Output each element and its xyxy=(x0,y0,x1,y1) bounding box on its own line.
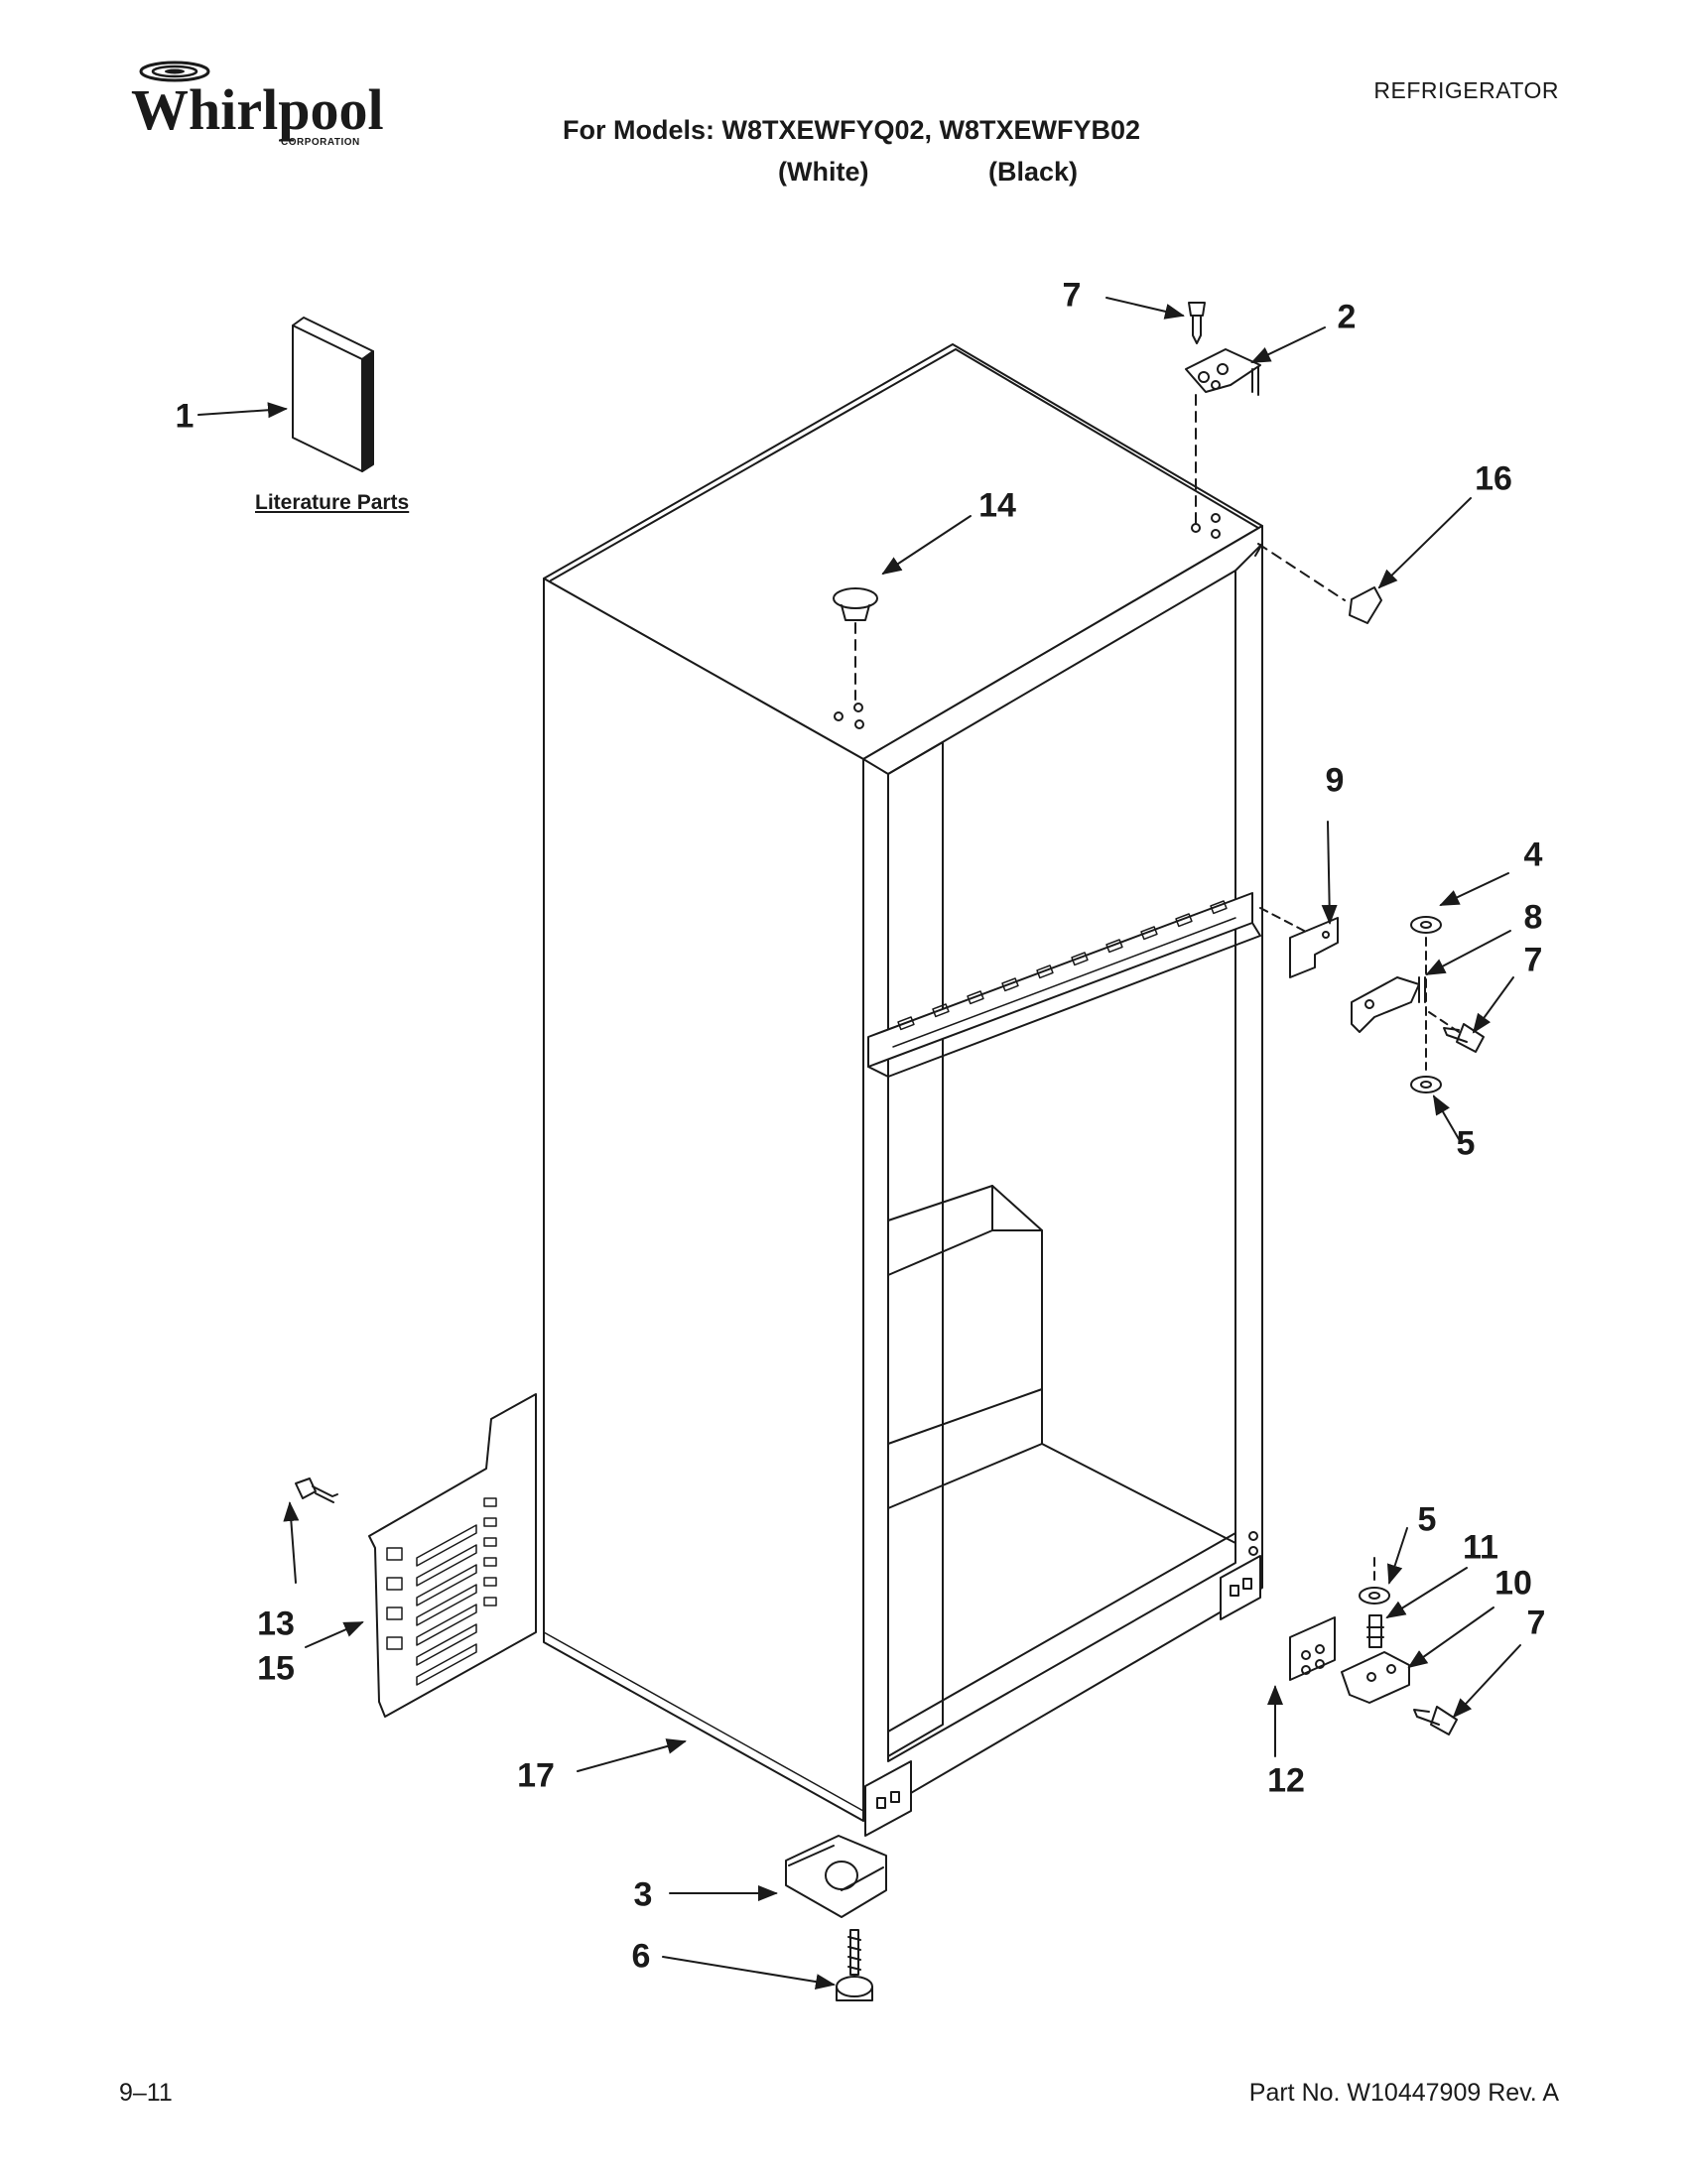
variant-black: (Black) xyxy=(988,157,1079,187)
callout-6: 6 xyxy=(631,1937,651,1976)
hinge-cap xyxy=(1257,543,1382,624)
top-hinge xyxy=(1185,348,1261,527)
rear-access-panel xyxy=(368,1393,537,1718)
callout-17: 17 xyxy=(517,1756,555,1795)
center-hinge-group xyxy=(1259,907,1485,1093)
models-line: For Models: W8TXEWFYQ02, W8TXEWFYB02 xyxy=(563,115,1141,145)
callout-8: 8 xyxy=(1523,898,1543,937)
callout-15: 15 xyxy=(257,1649,295,1688)
callout-13: 13 xyxy=(257,1605,295,1643)
rear-roller xyxy=(785,1835,887,1918)
panel-screw xyxy=(295,1477,338,1503)
callout-7-bottom: 7 xyxy=(1526,1604,1546,1642)
callout-1: 1 xyxy=(175,397,195,436)
brand-subtitle: CORPORATION xyxy=(281,137,360,148)
callout-16: 16 xyxy=(1475,459,1512,498)
literature-booklet xyxy=(292,317,374,472)
callout-7-top: 7 xyxy=(1062,276,1082,315)
plug-part xyxy=(833,587,878,701)
refrigerator-cabinet xyxy=(543,343,1263,1837)
page-number: 9–11 xyxy=(119,2079,173,2107)
callout-11: 11 xyxy=(1463,1528,1498,1567)
callout-14: 14 xyxy=(978,486,1016,525)
bottom-hinge-group xyxy=(1289,1557,1458,1735)
callout-5-center: 5 xyxy=(1456,1124,1476,1163)
literature-parts-label: Literature Parts xyxy=(255,491,410,514)
callout-5-bottom: 5 xyxy=(1417,1500,1437,1539)
callout-10: 10 xyxy=(1494,1564,1532,1603)
brand-wordmark: Whirlpool xyxy=(131,77,384,142)
callout-3: 3 xyxy=(633,1875,653,1914)
leader-lines xyxy=(197,297,1521,1991)
callout-2: 2 xyxy=(1337,298,1357,336)
variant-white: (White) xyxy=(778,157,869,187)
whirlpool-logo: Whirlpool xyxy=(131,61,384,142)
callout-12: 12 xyxy=(1267,1761,1305,1800)
part-number: Part No. W10447909 Rev. A xyxy=(1248,2079,1559,2107)
hinge-screw-top xyxy=(1188,302,1206,344)
callout-4: 4 xyxy=(1523,835,1543,874)
callout-7-center: 7 xyxy=(1523,941,1543,979)
leveling-leg xyxy=(836,1929,873,2001)
category-label: REFRIGERATOR xyxy=(1373,77,1559,103)
callout-9: 9 xyxy=(1325,761,1345,800)
